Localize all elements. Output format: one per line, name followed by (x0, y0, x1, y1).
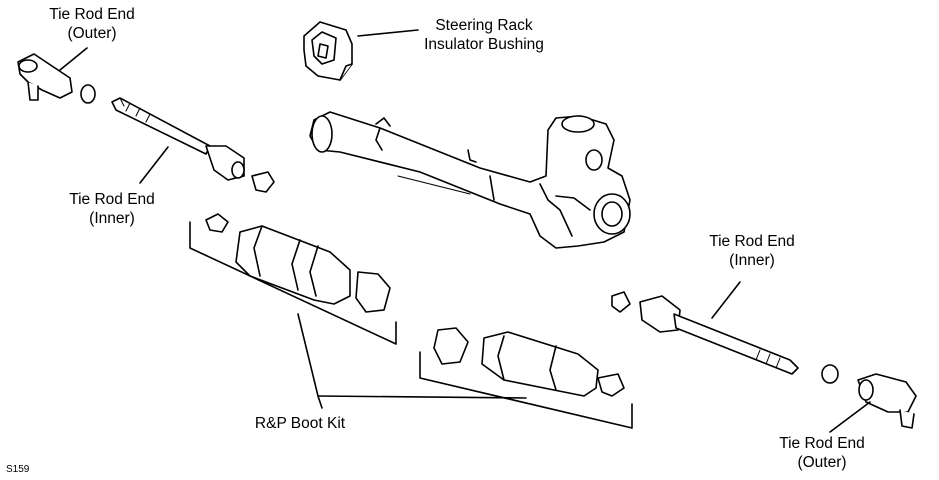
right-boot-part (433, 327, 625, 397)
right-inner-tie-rod-part (611, 291, 839, 384)
steering-rack-housing (309, 111, 631, 249)
figure-code: S159 (6, 464, 30, 475)
left-outer-tie-rod-part (17, 53, 96, 104)
label-inner-tie-rod-right: Tie Rod End(Inner) (709, 233, 795, 269)
label-inner-tie-rod-left: Tie Rod End(Inner) (69, 191, 155, 227)
right-outer-tie-rod-part (857, 373, 917, 429)
label-boot-kit: R&P Boot Kit (254, 415, 346, 432)
left-boot-part (205, 213, 391, 313)
label-outer-tie-rod-right: Tie Rod End(Outer) (779, 435, 865, 471)
label-outer-tie-rod-left: Tie Rod End(Outer) (49, 6, 135, 42)
left-inner-tie-rod-part (111, 97, 275, 193)
leader-lines (59, 29, 871, 433)
insulator-bushing-part (303, 21, 353, 81)
